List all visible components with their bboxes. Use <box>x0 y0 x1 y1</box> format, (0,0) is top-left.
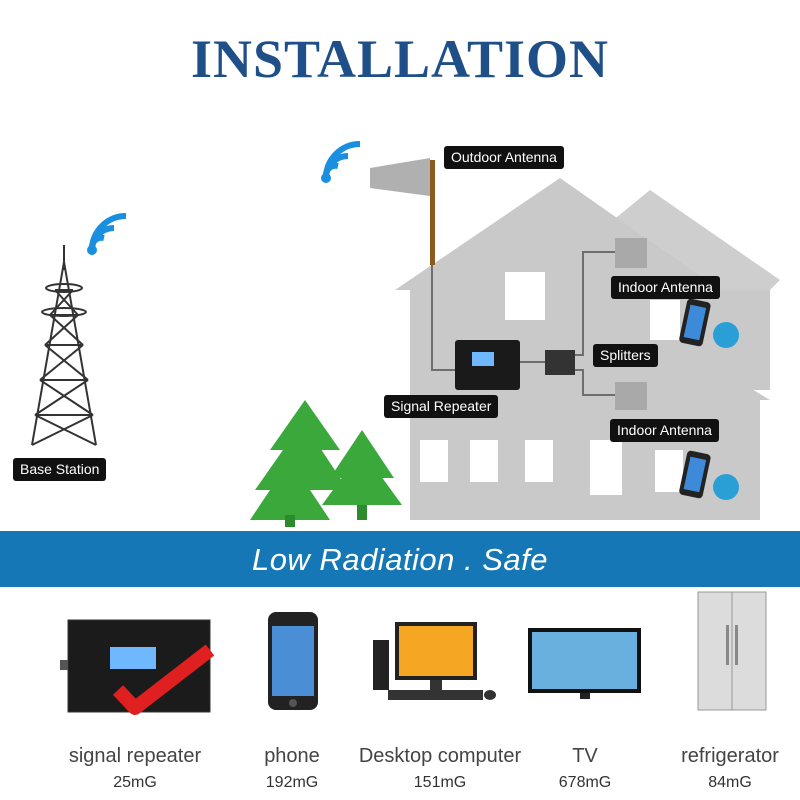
device-value-phone: 192mG <box>265 774 319 791</box>
page-title: INSTALLATION <box>190 29 610 89</box>
house-windows <box>420 272 683 495</box>
tv-icon <box>528 628 641 699</box>
splitter-icon <box>545 350 575 375</box>
banner-text: Low Radiation . Safe <box>251 542 549 577</box>
tree-icon-right <box>322 430 402 520</box>
device-name-phone: phone <box>264 745 320 767</box>
repeater-diagram-icon <box>455 340 520 390</box>
house-illustration <box>395 178 780 520</box>
checkmark-icon <box>112 644 215 715</box>
tower-icon <box>31 245 97 446</box>
indoor-antenna-top <box>615 238 647 268</box>
refrigerator-icon <box>697 591 767 711</box>
wifi-dot-tower <box>87 245 97 255</box>
repeater-icon <box>60 619 215 715</box>
device-value-tv: 678mG <box>558 774 612 791</box>
outdoor-antenna <box>370 158 435 265</box>
wifi-icon-tower <box>88 213 127 251</box>
phone-icon-top <box>679 298 739 348</box>
wifi-dot-antenna <box>321 173 331 183</box>
device-name-refrigerator: refrigerator <box>681 745 779 767</box>
device-name-desktop-computer: Desktop computer <box>358 745 522 767</box>
wifi-icon-antenna <box>322 141 361 179</box>
label-indoor-antenna-top: Indoor Antenna <box>611 276 720 299</box>
device-name-tv: TV <box>572 745 598 767</box>
device-value-signal-repeater: 25mG <box>113 774 157 791</box>
label-splitters: Splitters <box>593 344 658 367</box>
label-signal-repeater: Signal Repeater <box>384 395 499 418</box>
banner <box>0 531 800 587</box>
device-name-signal-repeater: signal repeater <box>68 745 202 767</box>
label-outdoor-antenna: Outdoor Antenna <box>444 146 564 169</box>
device-value-desktop-computer: 151mG <box>413 774 467 791</box>
indoor-antenna-bottom <box>615 382 647 410</box>
phone-icon <box>268 612 318 710</box>
phone-icon-bottom <box>679 450 739 500</box>
desktop-icon <box>373 622 496 700</box>
label-indoor-antenna-bottom: Indoor Antenna <box>610 419 719 442</box>
tree-icon-middle <box>250 440 330 527</box>
cables <box>431 251 615 396</box>
device-value-refrigerator: 84mG <box>708 774 752 791</box>
label-base-station: Base Station <box>13 458 107 481</box>
